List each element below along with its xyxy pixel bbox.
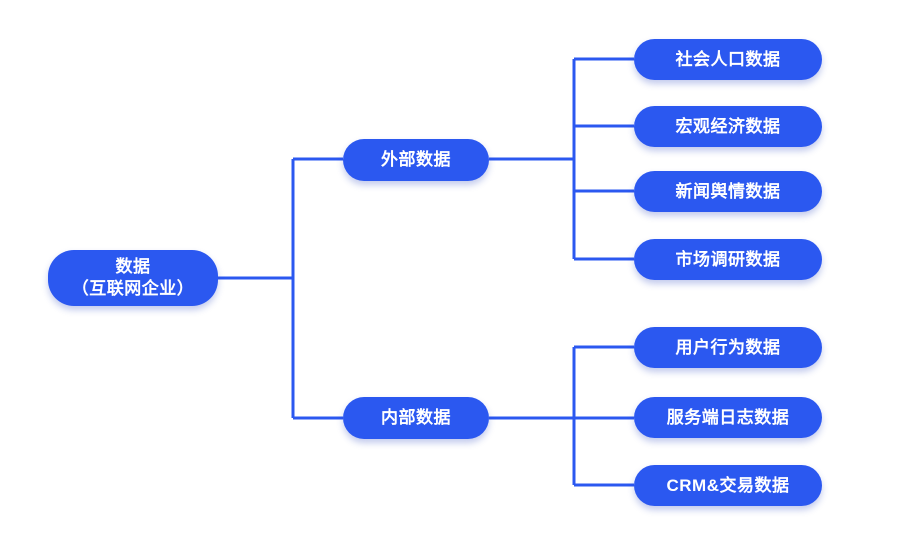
- node-root-data[interactable]: 数据 （互联网企业）: [48, 250, 218, 306]
- node-leaf-ext-1[interactable]: 社会人口数据: [634, 39, 822, 80]
- node-leaf-ext-2[interactable]: 宏观经济数据: [634, 106, 822, 147]
- node-branch-internal[interactable]: 内部数据: [343, 397, 489, 439]
- node-leaf-ext-4[interactable]: 市场调研数据: [634, 239, 822, 280]
- node-branch-external[interactable]: 外部数据: [343, 139, 489, 181]
- node-leaf-int-2[interactable]: 服务端日志数据: [634, 397, 822, 438]
- node-leaf-int-3[interactable]: CRM&交易数据: [634, 465, 822, 506]
- node-leaf-ext-3[interactable]: 新闻舆情数据: [634, 171, 822, 212]
- node-leaf-int-1[interactable]: 用户行为数据: [634, 327, 822, 368]
